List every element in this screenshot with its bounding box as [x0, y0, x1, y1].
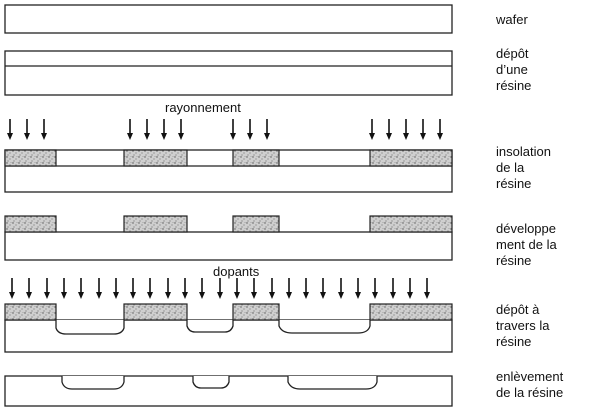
label-line: d’une	[496, 62, 528, 77]
doped-region	[186, 320, 234, 333]
resin-block	[4, 149, 57, 167]
dopant-arrow-head	[217, 292, 223, 299]
dopant-arrow-head	[269, 292, 275, 299]
dopant-arrow-head	[251, 292, 257, 299]
resin-block	[369, 303, 453, 321]
label-line: travers la	[496, 318, 550, 333]
wafer-substrate	[4, 231, 453, 261]
radiation-arrow-head	[178, 133, 184, 140]
label-insolation: insolation de la résine	[496, 144, 551, 192]
radiation-arrow-head	[41, 133, 47, 140]
radiation-arrow-head	[127, 133, 133, 140]
dopant-arrow-head	[320, 292, 326, 299]
radiation-arrow-head	[403, 133, 409, 140]
label-resin-removal: enlèvement de la résine	[496, 369, 563, 401]
radiation-arrows	[7, 119, 443, 140]
step-resin-deposition	[4, 50, 453, 96]
label-wafer: wafer	[496, 12, 528, 28]
dopant-arrow-head	[147, 292, 153, 299]
radiation-arrow-head	[386, 133, 392, 140]
dopant-arrow-head	[407, 292, 413, 299]
dopant-arrow-head	[113, 292, 119, 299]
dopant-arrow-head	[61, 292, 67, 299]
label-line: de la résine	[496, 385, 564, 400]
dopant-arrows	[9, 278, 430, 299]
label-line: résine	[496, 253, 532, 268]
dopant-arrow-head	[96, 292, 102, 299]
dopant-arrow-head	[303, 292, 309, 299]
radiation-arrow-head	[144, 133, 150, 140]
resin-block	[123, 149, 188, 167]
resin-block	[4, 215, 57, 233]
dopant-arrow-head	[355, 292, 361, 299]
label-line: ment de la	[496, 237, 557, 252]
wafer-substrate	[4, 50, 453, 96]
doped-region	[192, 376, 230, 389]
label-line: de la	[496, 160, 525, 175]
radiation-arrow-head	[369, 133, 375, 140]
radiation-arrow-head	[230, 133, 236, 140]
radiation-arrow-head	[247, 133, 253, 140]
dopant-arrow-head	[26, 292, 32, 299]
dopant-arrow-head	[338, 292, 344, 299]
label-line: résine	[496, 176, 532, 191]
radiation-arrow-head	[420, 133, 426, 140]
step-doping	[4, 278, 453, 353]
resin-block	[232, 149, 280, 167]
dopant-arrow-head	[372, 292, 378, 299]
doped-region	[287, 376, 378, 390]
dopant-arrow-head	[199, 292, 205, 299]
radiation-arrow-head	[437, 133, 443, 140]
radiation-arrow-head	[24, 133, 30, 140]
label-doping: dépôt à travers la résine	[496, 302, 549, 350]
dopant-arrow-head	[390, 292, 396, 299]
radiation-arrow-head	[161, 133, 167, 140]
annotation-rayonnement: rayonnement	[165, 100, 241, 115]
wafer-substrate	[4, 4, 453, 34]
dopant-arrow-head	[9, 292, 15, 299]
doped-region	[61, 376, 125, 390]
step-insolation	[4, 119, 453, 193]
label-line: dépôt à	[496, 302, 540, 317]
doped-region	[278, 320, 371, 334]
dopant-arrow-head	[165, 292, 171, 299]
label-line: wafer	[496, 12, 528, 27]
radiation-arrow-head	[264, 133, 270, 140]
dopant-arrow-head	[78, 292, 84, 299]
resin-block	[123, 303, 188, 321]
step-wafer	[4, 4, 453, 34]
doped-region	[55, 320, 125, 335]
dopant-arrow-head	[130, 292, 136, 299]
label-resin-deposition: dépôt d’une résine	[496, 46, 531, 94]
radiation-arrow-head	[7, 133, 13, 140]
dopant-arrow-head	[44, 292, 50, 299]
dopant-arrow-head	[286, 292, 292, 299]
dopant-arrow-head	[234, 292, 240, 299]
resin-block	[232, 215, 280, 233]
annotation-dopants: dopants	[213, 264, 260, 279]
dopant-arrow-head	[424, 292, 430, 299]
dopant-arrow-head	[182, 292, 188, 299]
label-development: développe ment de la résine	[496, 221, 557, 269]
label-line: dépôt	[496, 46, 529, 61]
resin-block	[4, 303, 57, 321]
resin-block	[369, 149, 453, 167]
step-resin-removal	[4, 375, 453, 407]
resin-block	[232, 303, 280, 321]
label-line: résine	[496, 334, 532, 349]
resin-block	[123, 215, 188, 233]
label-line: insolation	[496, 144, 551, 159]
label-line: développe	[496, 221, 556, 236]
step-development	[4, 215, 453, 261]
label-line: enlèvement	[496, 369, 564, 384]
resin-block	[369, 215, 453, 233]
label-line: résine	[496, 78, 532, 93]
